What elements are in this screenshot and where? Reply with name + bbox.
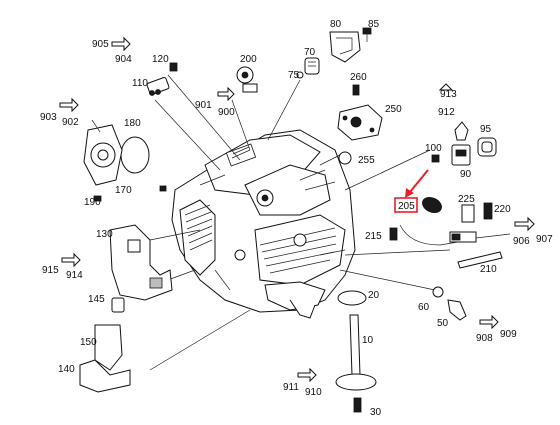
part-label: 900 <box>218 107 235 118</box>
part-250-pump <box>337 104 383 141</box>
part-145-sensor <box>111 297 125 313</box>
highlighted-part-205: 205 <box>394 169 429 213</box>
part-215-bolt <box>389 227 398 241</box>
part-120-screw <box>169 62 178 72</box>
part-label: 120 <box>152 54 169 65</box>
part-label: 145 <box>88 294 105 305</box>
part-label: 255 <box>358 155 375 166</box>
part-130-actuator <box>109 224 173 301</box>
part-180-gasket <box>120 136 150 174</box>
part-140-bracket <box>79 359 131 393</box>
part-70-sensor <box>304 57 320 75</box>
part-100-cover <box>83 119 123 186</box>
part-915-914-connector <box>61 252 81 268</box>
part-label: 905 <box>92 39 109 50</box>
part-label: 200 <box>240 54 257 65</box>
part-label: 140 <box>58 364 75 375</box>
part-label: 902 <box>62 117 79 128</box>
part-905-904-connector <box>111 36 131 52</box>
part-200-knock-sensor <box>236 66 258 93</box>
part-label: 250 <box>385 104 402 115</box>
part-50-sensor <box>447 299 467 321</box>
part-label: 220 <box>494 204 511 215</box>
part-10-dipstick-tube <box>335 314 377 391</box>
part-label: 95 <box>480 124 492 135</box>
part-903-902-connector <box>59 97 79 113</box>
part-label: 75 <box>288 70 300 81</box>
part-label: 914 <box>66 270 83 281</box>
part-label: 901 <box>195 100 212 111</box>
part-20-ring <box>337 290 367 306</box>
part-75-ring <box>296 71 304 79</box>
highlighted-part-label: 205 <box>398 201 415 212</box>
part-30-bolt <box>353 397 362 413</box>
part-label: 915 <box>42 265 59 276</box>
part-label: 904 <box>115 54 132 65</box>
part-label: 260 <box>350 72 367 83</box>
part-label: 110 <box>132 78 148 89</box>
part-label: 190 <box>84 197 101 208</box>
part-label: 100 <box>425 143 442 154</box>
part-220-clip <box>483 202 493 220</box>
part-label: 90 <box>460 169 472 180</box>
part-label: 50 <box>437 318 449 329</box>
part-label: 909 <box>500 329 517 340</box>
part-60-ring <box>432 286 444 298</box>
part-908-909-connector <box>479 314 499 330</box>
part-911-910-connector <box>297 367 317 383</box>
part-170-190-bolts <box>93 185 167 202</box>
part-label: 130 <box>96 229 113 240</box>
part-label: 70 <box>304 47 316 58</box>
part-label: 80 <box>330 19 342 30</box>
part-150-bracket <box>94 324 123 371</box>
part-label: 215 <box>365 231 382 242</box>
part-label: 911 <box>283 382 299 393</box>
part-95-cap <box>477 137 497 157</box>
part-label: 20 <box>368 290 380 301</box>
part-label: 910 <box>305 387 322 398</box>
part-225-clip <box>461 204 475 223</box>
part-255-ring <box>338 151 352 165</box>
part-260-bolt <box>352 84 360 96</box>
part-80-bracket <box>329 31 361 63</box>
part-901-900-connector <box>217 86 235 102</box>
part-90-sensor <box>451 144 471 166</box>
part-label: 30 <box>370 407 382 418</box>
part-labels: 80 85 70 75 905 904 120 110 200 901 900 … <box>40 19 553 418</box>
part-label: 85 <box>368 19 380 30</box>
part-205-cable <box>399 196 477 246</box>
part-label: 907 <box>536 234 553 245</box>
part-label: 913 <box>440 89 457 100</box>
part-label: 180 <box>124 118 141 129</box>
part-85-bolt <box>362 27 372 42</box>
part-110-sensor <box>146 77 170 96</box>
part-label: 210 <box>480 264 497 275</box>
part-label: 903 <box>40 112 57 123</box>
part-100-bolt <box>431 154 440 163</box>
part-label: 60 <box>418 302 430 313</box>
part-label: 906 <box>513 236 530 247</box>
highlight-box <box>394 197 418 213</box>
engine-assembly <box>171 129 356 319</box>
part-label: 225 <box>458 194 475 205</box>
part-906-907-connector <box>475 216 535 239</box>
part-912-sensor <box>438 83 469 141</box>
part-label: 908 <box>476 333 493 344</box>
part-label: 150 <box>80 337 97 348</box>
part-label: 10 <box>362 335 374 346</box>
part-210-rod <box>457 251 503 269</box>
part-label: 170 <box>115 185 132 196</box>
part-label: 912 <box>438 107 455 118</box>
